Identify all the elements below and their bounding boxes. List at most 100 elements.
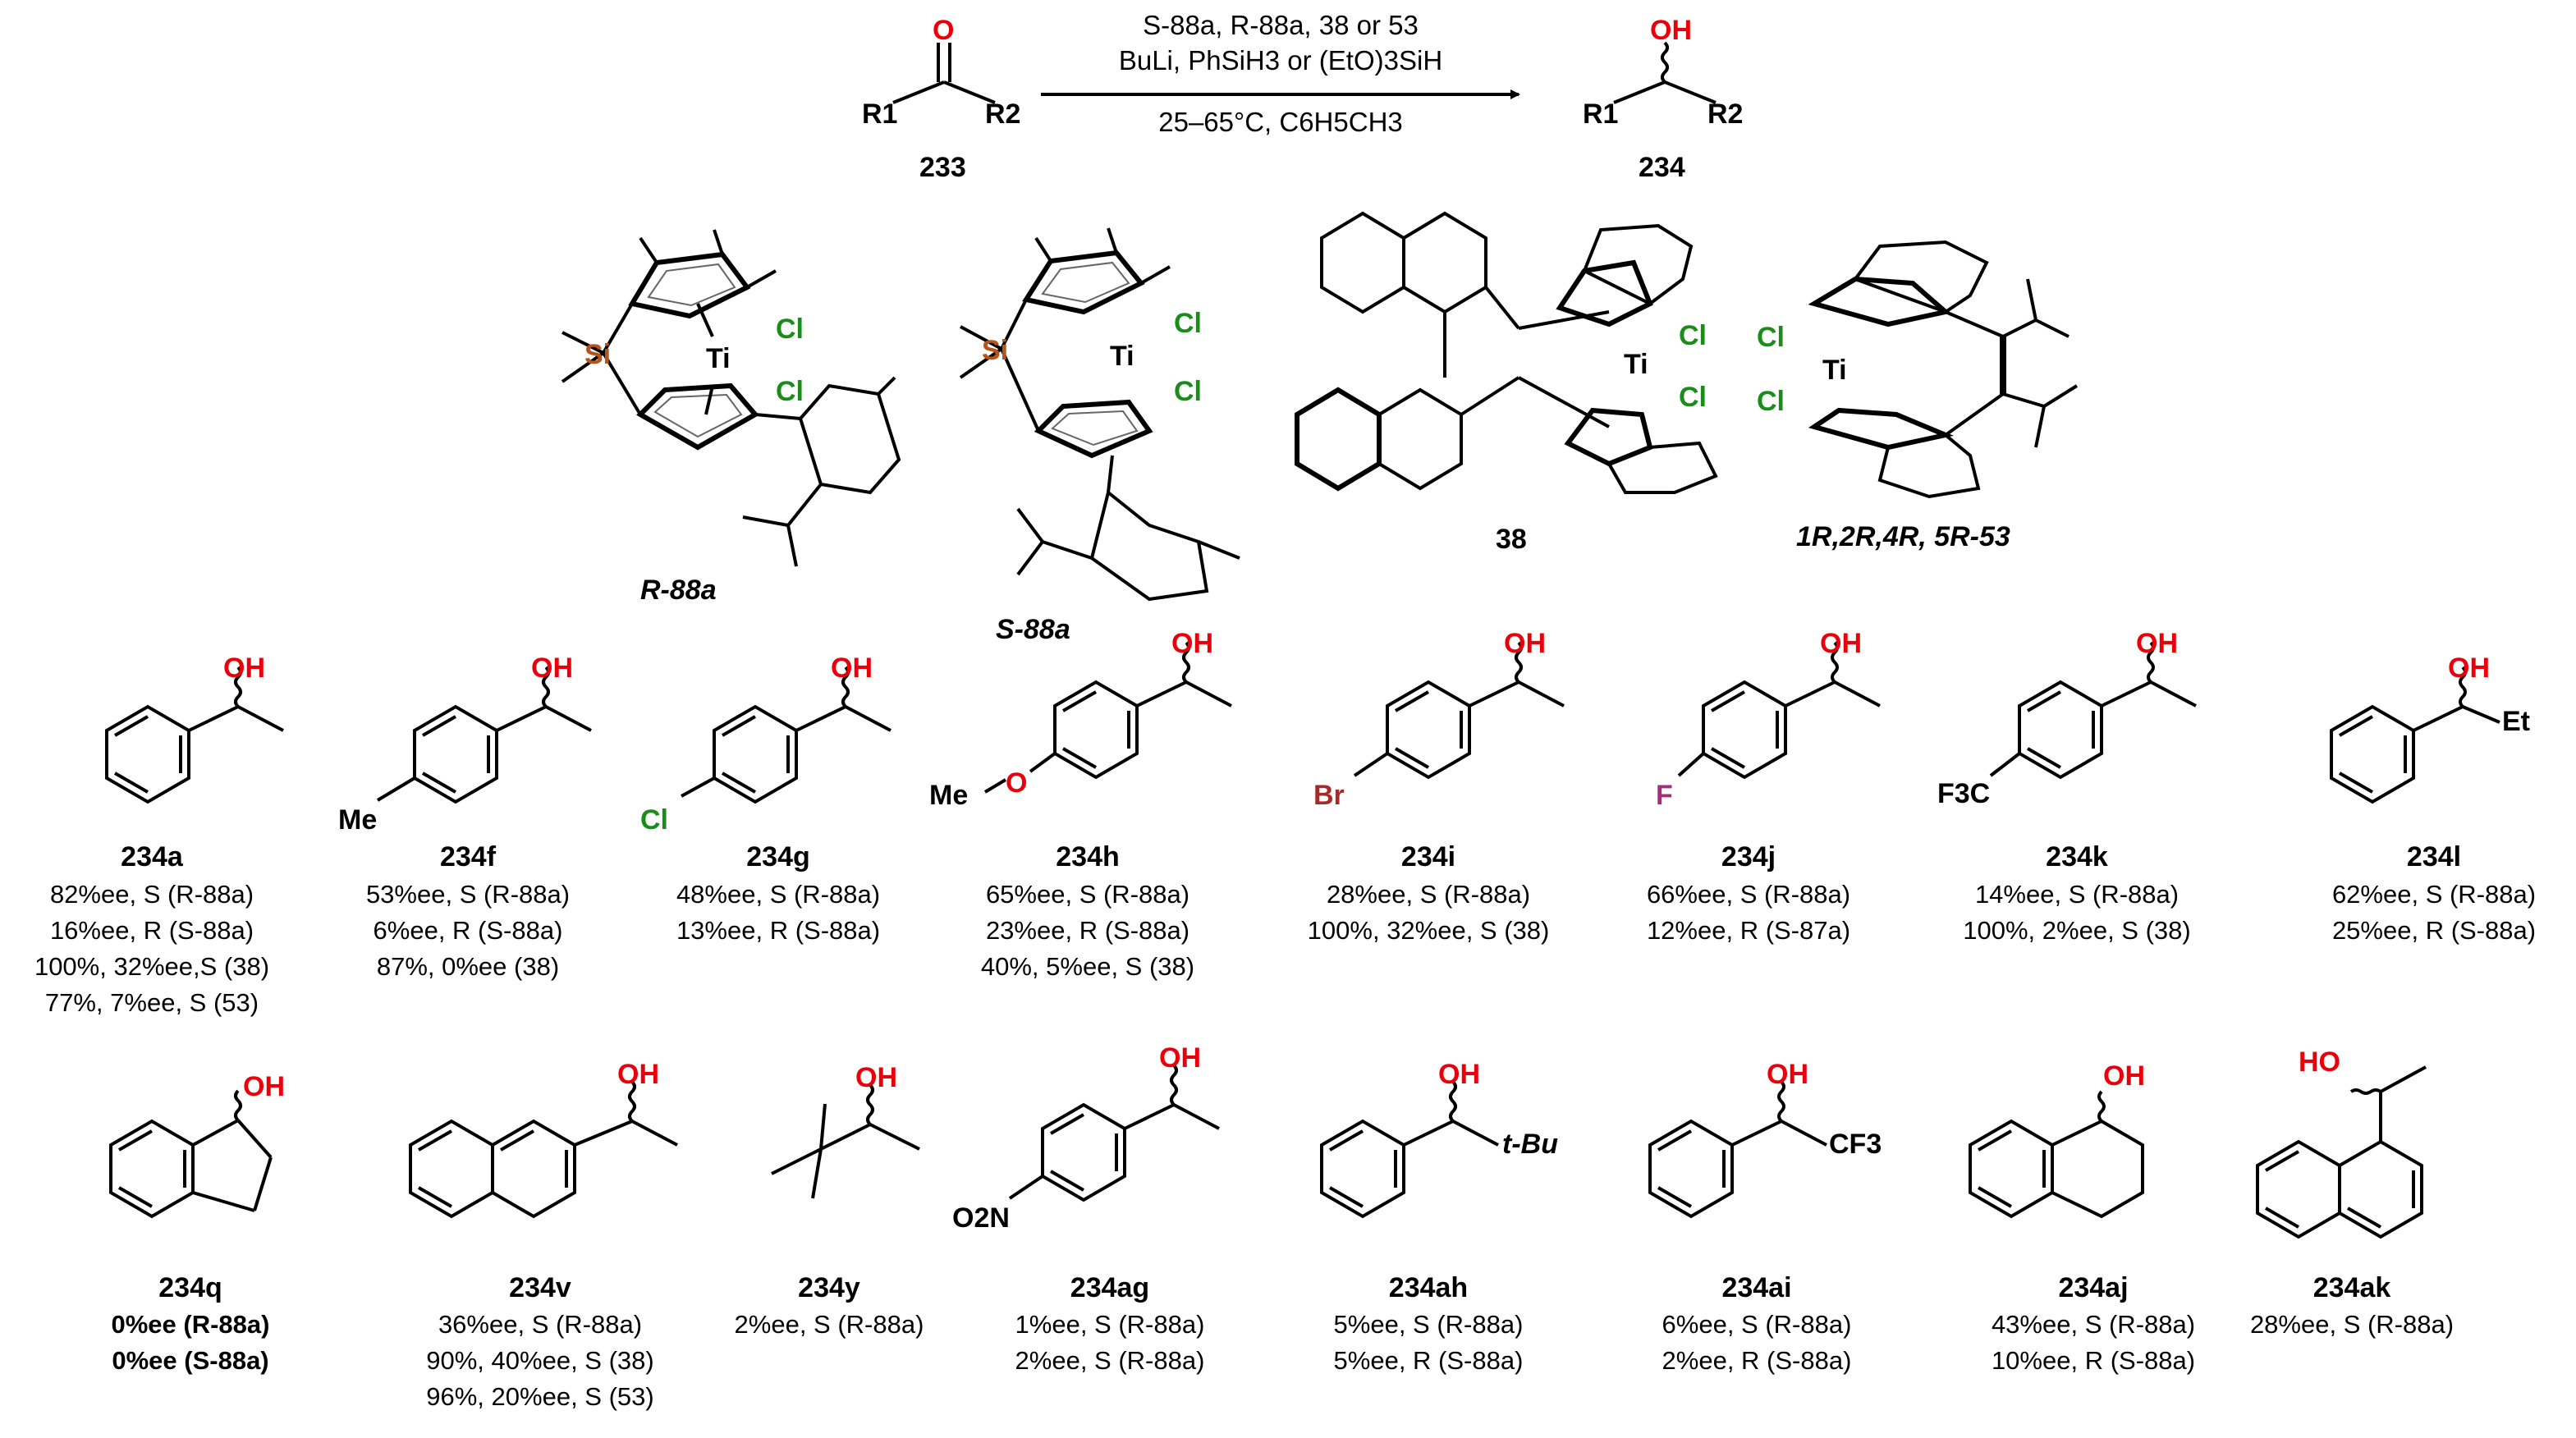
product-r2: R2 bbox=[1707, 98, 1743, 130]
product-label: 234 bbox=[1639, 152, 1685, 183]
bromo-label: Br bbox=[1313, 780, 1345, 811]
result-line: 90%, 40%ee, S (38) bbox=[426, 1346, 653, 1375]
chlorine-atom: Cl bbox=[1757, 322, 1785, 353]
product-label: 234ai bbox=[1721, 1272, 1791, 1303]
nitro-label: O2N bbox=[952, 1202, 1010, 1234]
structure-234ah bbox=[1320, 1080, 1499, 1219]
chloro-label: Cl bbox=[640, 804, 668, 836]
result-line: 14%ee, S (R-88a) bbox=[1975, 880, 2179, 909]
structure-234g bbox=[681, 666, 892, 804]
structure-234i bbox=[1353, 641, 1565, 780]
catalyst-r88a-structure bbox=[561, 229, 901, 567]
reactant-r2: R2 bbox=[985, 98, 1020, 130]
structure-234ag bbox=[1008, 1064, 1220, 1202]
chlorine-atom: Cl bbox=[1679, 382, 1707, 413]
product-label: 234f bbox=[440, 841, 497, 872]
product-label: 234ak bbox=[2313, 1272, 2391, 1303]
product-label: 234j bbox=[1721, 841, 1776, 872]
product-label: 234l bbox=[2407, 841, 2461, 872]
result-line: 5%ee, R (S-88a) bbox=[1334, 1346, 1524, 1375]
catalyst-53-structure bbox=[1808, 240, 2079, 499]
chlorine-atom: Cl bbox=[1174, 376, 1202, 407]
chlorine-atom: Cl bbox=[1679, 320, 1707, 351]
hydroxyl-label: OH bbox=[223, 653, 265, 684]
carbonyl-oxygen: O bbox=[933, 15, 954, 46]
result-line: 25%ee, R (S-88a) bbox=[2332, 916, 2536, 945]
chlorine-atom: Cl bbox=[776, 376, 804, 407]
catalyst-s88a-structure bbox=[959, 227, 1240, 602]
hydroxyl-label: OH bbox=[243, 1071, 285, 1102]
structure-234y bbox=[771, 1083, 920, 1199]
result-line: 62%ee, S (R-88a) bbox=[2332, 880, 2536, 909]
result-line: 0%ee (R-88a) bbox=[112, 1310, 270, 1339]
result-line: 65%ee, S (R-88a) bbox=[986, 880, 1189, 909]
product-label: 234g bbox=[746, 841, 810, 872]
titanium-atom: Ti bbox=[706, 343, 731, 374]
hydroxyl-label: OH bbox=[2448, 653, 2490, 684]
chlorine-atom: Cl bbox=[1757, 386, 1785, 417]
result-line: 23%ee, R (S-88a) bbox=[986, 916, 1189, 945]
methoxy-methyl-label: Me bbox=[929, 780, 968, 811]
hydroxyl-label: OH bbox=[1504, 628, 1546, 659]
product-label: 234ah bbox=[1389, 1272, 1468, 1303]
result-line: 10%ee, R (S-88a) bbox=[1992, 1346, 2195, 1375]
result-line: 28%ee, S (R-88a) bbox=[1327, 880, 1530, 909]
product-label: 234h bbox=[1056, 841, 1120, 872]
catalyst-38-structure bbox=[1295, 211, 1718, 494]
structure-234ak bbox=[2256, 1065, 2427, 1239]
titanium-atom: Ti bbox=[1822, 355, 1847, 386]
result-line: 96%, 20%ee, S (53) bbox=[426, 1382, 653, 1411]
tert-butyl-label: t-Bu bbox=[1502, 1129, 1558, 1160]
result-line: 43%ee, S (R-88a) bbox=[1992, 1310, 2195, 1339]
structure-234aj bbox=[1969, 1090, 2144, 1219]
product-label: 234i bbox=[1401, 841, 1455, 872]
chlorine-atom: Cl bbox=[776, 314, 804, 345]
result-line: 12%ee, R (S-87a) bbox=[1647, 916, 1850, 945]
structure-234h bbox=[983, 641, 1232, 794]
result-line: 36%ee, S (R-88a) bbox=[438, 1310, 642, 1339]
hydroxyl-label: OH bbox=[617, 1059, 659, 1090]
result-line: 1%ee, S (R-88a) bbox=[1015, 1310, 1205, 1339]
hydroxyl-label: HO bbox=[2299, 1046, 2340, 1078]
result-line: 82%ee, S (R-88a) bbox=[50, 880, 254, 909]
hydroxyl-label: OH bbox=[1767, 1059, 1808, 1090]
methoxy-oxygen-label: O bbox=[1006, 767, 1027, 799]
catalyst-53-label: 1R,2R,4R, 5R-53 bbox=[1796, 521, 2010, 552]
result-line: 13%ee, R (S-88a) bbox=[676, 916, 880, 945]
reactant-233 bbox=[892, 43, 996, 104]
result-line: 48%ee, S (R-88a) bbox=[676, 880, 880, 909]
structure-234q bbox=[109, 1089, 273, 1219]
conditions-reagents: BuLi, PhSiH3 or (EtO)3SiH bbox=[1119, 45, 1442, 76]
result-line: 5%ee, S (R-88a) bbox=[1334, 1310, 1524, 1339]
catalyst-38-label: 38 bbox=[1496, 524, 1527, 555]
trifluoromethyl-label: F3C bbox=[1937, 778, 1990, 809]
product-r1: R1 bbox=[1583, 98, 1618, 130]
conditions-catalysts: S-88a, R-88a, 38 or 53 bbox=[1143, 10, 1419, 40]
result-line: 2%ee, R (S-88a) bbox=[1662, 1346, 1852, 1375]
result-line: 40%, 5%ee, S (38) bbox=[981, 952, 1194, 981]
silicon-atom: Si bbox=[584, 339, 611, 370]
product-label: 234aj bbox=[2058, 1272, 2128, 1303]
result-line: 100%, 32%ee,S (38) bbox=[34, 952, 269, 981]
result-line: 100%, 2%ee, S (38) bbox=[1963, 916, 2190, 945]
result-line: 2%ee, S (R-88a) bbox=[735, 1310, 924, 1339]
result-line: 2%ee, S (R-88a) bbox=[1015, 1346, 1205, 1375]
structure-234k bbox=[1989, 641, 2197, 780]
structure-234v bbox=[409, 1080, 678, 1219]
product-label: 234a bbox=[121, 841, 184, 872]
product-label: 234ag bbox=[1070, 1272, 1149, 1303]
result-line: 100%, 32%ee, S (38) bbox=[1308, 916, 1550, 945]
product-label: 234k bbox=[2046, 841, 2108, 872]
hydroxyl-label: OH bbox=[2136, 628, 2178, 659]
catalyst-r88a-label: R-88a bbox=[640, 575, 717, 606]
methyl-label: Me bbox=[338, 804, 377, 836]
product-label: 234q bbox=[158, 1272, 222, 1303]
titanium-atom: Ti bbox=[1110, 341, 1134, 372]
reactant-label: 233 bbox=[919, 152, 966, 183]
result-line: 53%ee, S (R-88a) bbox=[366, 880, 570, 909]
result-line: 66%ee, S (R-88a) bbox=[1647, 880, 1850, 909]
product-234 bbox=[1613, 41, 1717, 104]
hydroxyl-label: OH bbox=[1171, 628, 1213, 659]
result-line: 16%ee, R (S-88a) bbox=[50, 916, 254, 945]
